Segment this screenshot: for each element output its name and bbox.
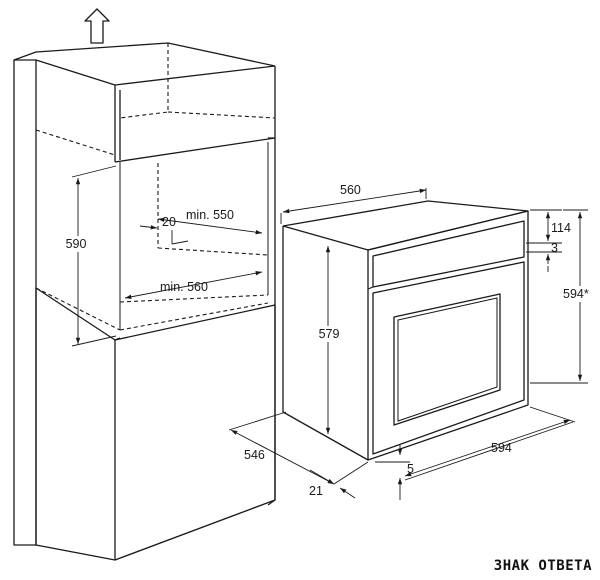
oven-height-dimension: 579 bbox=[314, 246, 344, 434]
cabinet-height-dimension: 590 bbox=[60, 165, 117, 347]
oven-panel-gap-label: 3 bbox=[551, 241, 558, 255]
oven-width-dimension: 560 bbox=[280, 183, 427, 224]
oven-panel-top-label: 114 bbox=[551, 221, 571, 235]
tall-cabinet bbox=[13, 42, 276, 561]
built-in-oven bbox=[282, 200, 529, 461]
oven-depth-dimension: 546 bbox=[228, 411, 335, 485]
ventilation-up-arrow-icon bbox=[84, 8, 110, 44]
oven-panel-dimension: 114 3 bbox=[526, 209, 571, 272]
oven-offset-label: 21 bbox=[309, 484, 323, 498]
oven-front-width-label: 594 bbox=[491, 441, 512, 455]
oven-front-height-label: 594* bbox=[563, 287, 589, 301]
oven-height-label: 579 bbox=[319, 327, 340, 341]
oven-width-label: 560 bbox=[340, 183, 361, 197]
cabinet-height-label: 590 bbox=[66, 237, 87, 251]
cabinet-depth-label: min. 550 bbox=[186, 208, 234, 222]
oven-front-width-dimension: 594 bbox=[404, 406, 576, 481]
oven-depth-label: 546 bbox=[244, 448, 265, 462]
oven-offset-dimension: 21 bbox=[309, 461, 369, 499]
watermark-text: ЗНАК ОТВЕТА bbox=[493, 558, 592, 574]
oven-door-gap-label: 5 bbox=[407, 462, 414, 476]
oven-door-gap-dimension: 5 bbox=[375, 445, 414, 500]
cabinet-gap-dimension: 20 bbox=[139, 215, 189, 245]
cabinet-width-label: min. 560 bbox=[160, 280, 208, 294]
oven-front-height-dimension: 594* bbox=[530, 209, 598, 384]
cabinet-depth-dimension: min. 550 bbox=[157, 208, 263, 235]
cabinet-gap-label: 20 bbox=[162, 215, 176, 229]
cabinet-width-dimension: min. 560 bbox=[124, 271, 263, 299]
